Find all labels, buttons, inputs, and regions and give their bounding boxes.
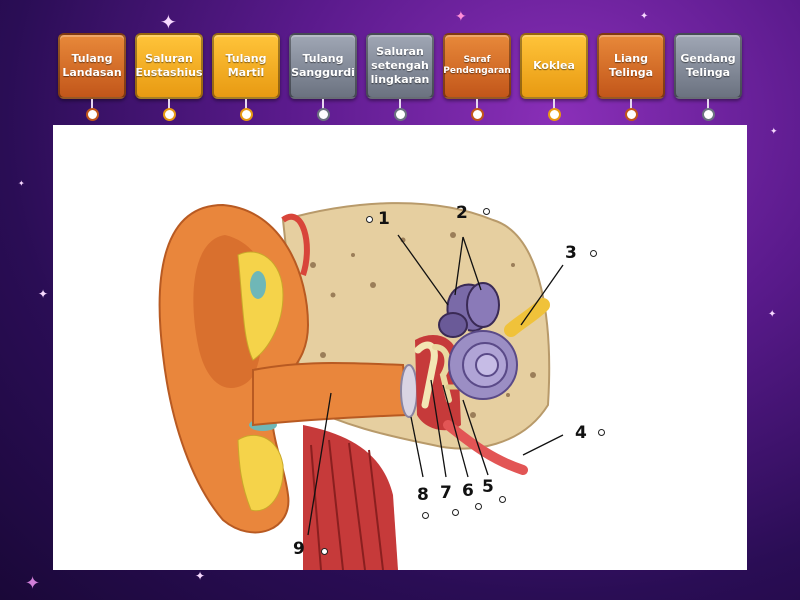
jaw-tissue: [303, 425, 398, 570]
drop-slot-7[interactable]: [452, 509, 459, 516]
star-icon: ✦: [768, 309, 777, 320]
label-koklea[interactable]: Koklea: [520, 33, 588, 99]
pin-line: [476, 99, 478, 109]
drop-slot-4[interactable]: [598, 429, 605, 436]
eardrum: [400, 364, 418, 418]
pin-line: [630, 99, 632, 109]
ear-diagram: 1 2 3 4 5 6 7 8 9: [53, 125, 747, 571]
cochlea: [448, 330, 518, 400]
drop-slot-8[interactable]: [422, 512, 429, 519]
incus: [432, 344, 452, 403]
label-liang-telinga[interactable]: Liang Telinga: [597, 33, 665, 99]
cartilage: [237, 251, 284, 361]
pin-line: [91, 99, 93, 109]
pin-line: [399, 99, 401, 109]
drop-slot-6[interactable]: [475, 503, 482, 510]
number-label-9: 9: [293, 539, 305, 559]
star-icon: ✦: [640, 11, 649, 22]
number-label-5: 5: [482, 477, 494, 497]
number-label-1: 1: [378, 209, 390, 229]
pin-dot[interactable]: [471, 108, 484, 121]
number-label-6: 6: [462, 481, 474, 501]
semicircular-canals: [438, 282, 500, 338]
star-icon: ✦: [160, 10, 177, 34]
blood-vessel: [281, 214, 310, 276]
pin-line: [168, 99, 170, 109]
drop-slot-1[interactable]: [366, 216, 373, 223]
pin-dot[interactable]: [240, 108, 253, 121]
label-tulang-landasan[interactable]: Tulang Landasan: [58, 33, 126, 99]
pin-dot[interactable]: [317, 108, 330, 121]
label-gendang-telinga[interactable]: Gendang Telinga: [674, 33, 742, 99]
star-icon: ✦: [770, 127, 778, 137]
star-icon: ✦: [38, 287, 49, 301]
number-label-4: 4: [575, 423, 587, 443]
pin-dot[interactable]: [394, 108, 407, 121]
star-icon: ✦: [455, 9, 467, 25]
label-tulang-sanggurdi[interactable]: Tulang Sanggurdi: [289, 33, 357, 99]
number-label-7: 7: [440, 483, 452, 503]
star-icon: ✦: [18, 179, 25, 188]
number-label-8: 8: [417, 485, 429, 505]
drop-slot-2[interactable]: [483, 208, 490, 215]
pin-dot[interactable]: [702, 108, 715, 121]
auditory-nerve: [504, 298, 550, 337]
drop-slot-5[interactable]: [499, 496, 506, 503]
label-saraf-pendengaran[interactable]: Saraf Pendengaran: [443, 33, 511, 99]
pin-dot[interactable]: [163, 108, 176, 121]
bone-texture: [301, 232, 536, 427]
label-saluran-setengah-lingkaran[interactable]: Saluran setengah lingkaran: [366, 33, 434, 99]
number-label-3: 3: [565, 243, 577, 263]
star-icon: ✦: [25, 573, 41, 594]
pointer-lines: [307, 234, 564, 536]
label-bank: Tulang Landasan Saluran Eustashius Tulan…: [0, 0, 800, 125]
drop-slot-9[interactable]: [321, 548, 328, 555]
pin-line: [553, 99, 555, 109]
pin-dot[interactable]: [625, 108, 638, 121]
number-label-2: 2: [456, 203, 468, 223]
label-saluran-eustashius[interactable]: Saluran Eustashius: [135, 33, 203, 99]
pin-dot[interactable]: [548, 108, 561, 121]
pin-line: [245, 99, 247, 109]
ear-illustration: [158, 202, 564, 571]
star-icon: ✦: [195, 569, 206, 583]
label-tulang-martil[interactable]: Tulang Martil: [212, 33, 280, 99]
pin-dot[interactable]: [86, 108, 99, 121]
drop-slot-3[interactable]: [590, 250, 597, 257]
pin-line: [707, 99, 709, 109]
pin-line: [322, 99, 324, 109]
